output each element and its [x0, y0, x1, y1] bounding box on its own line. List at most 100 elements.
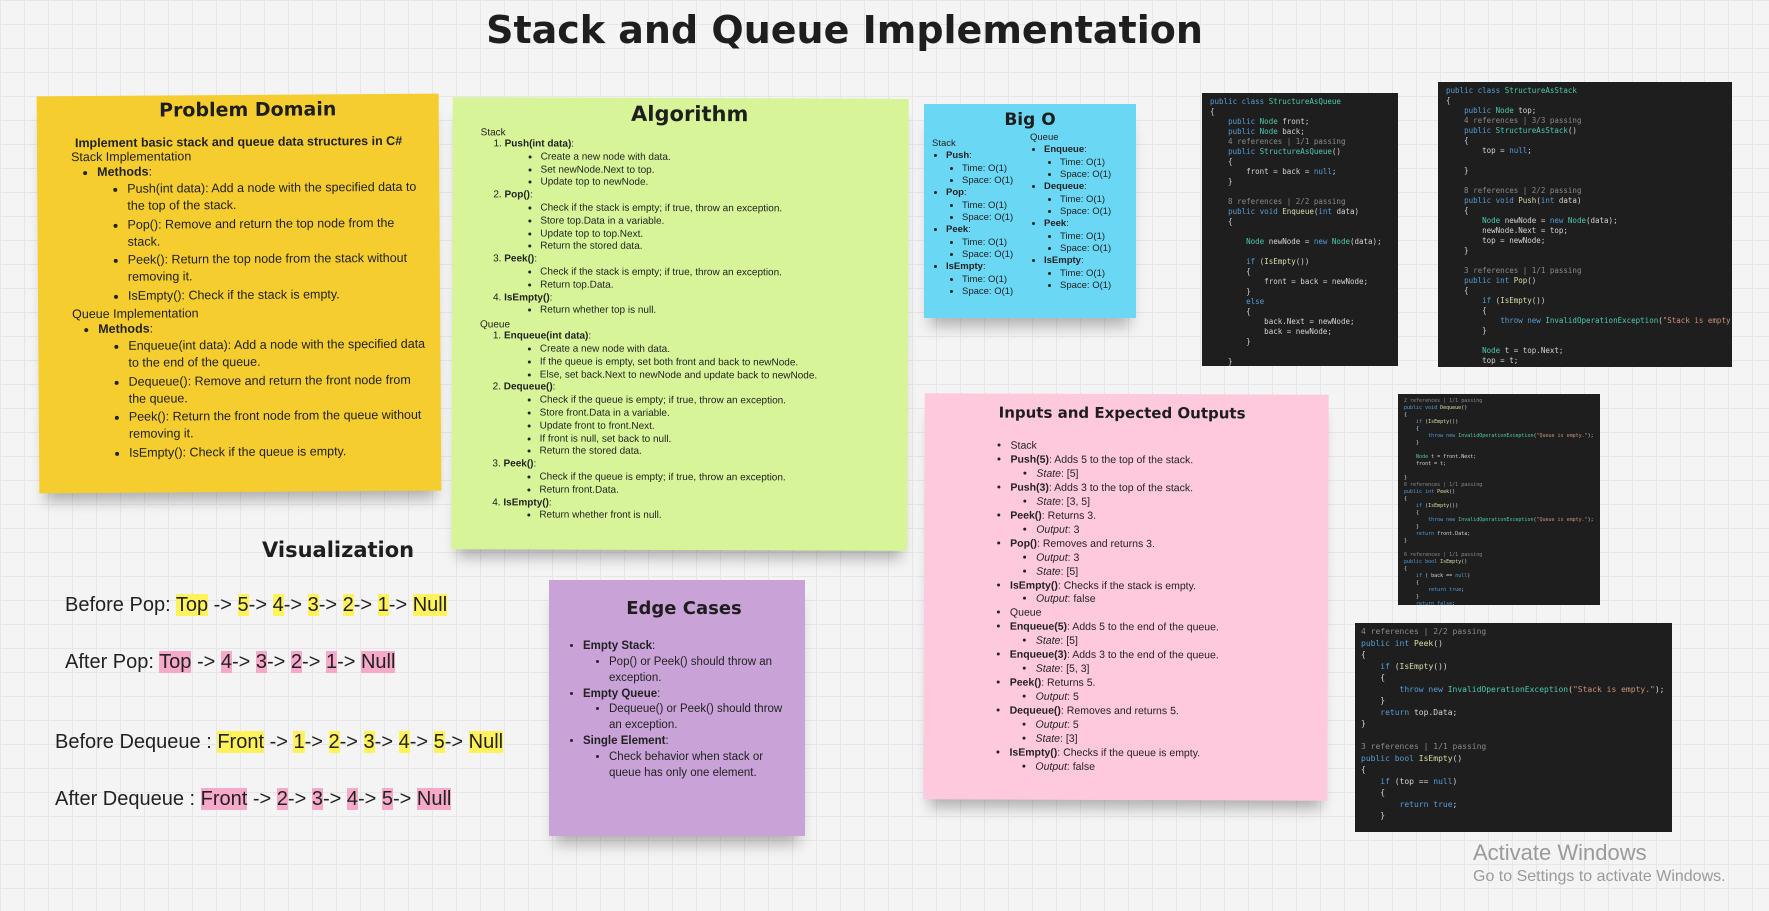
code-line: Node newNode = new Node(data);: [1210, 237, 1390, 247]
viz-before-pop[interactable]: Before Pop: Top -> 5-> 4-> 3-> 2-> 1-> N…: [65, 594, 448, 617]
code-token: Enqueue: [1282, 207, 1314, 216]
code-token: (data);: [1349, 237, 1382, 246]
algorithm-substeps: Return whether top is null.: [504, 305, 898, 319]
big-o-note[interactable]: Big O Stack Push:Time: O(1)Space: O(1)Po…: [924, 104, 1136, 318]
code-line: public int Peek(): [1404, 489, 1594, 496]
algorithm-substep: Update front to front.Next.: [540, 420, 898, 434]
code-token: ;: [1331, 167, 1337, 176]
code-line: {: [1361, 672, 1666, 684]
big-o-complexity: Time: O(1)Space: O(1): [946, 200, 1030, 225]
big-o-time: Time: O(1): [1060, 194, 1128, 206]
algorithm-step: Push(int data):Create a new node with da…: [504, 138, 898, 191]
code-line: [1210, 227, 1390, 237]
problem-domain-note[interactable]: Problem Domain Implement basic stack and…: [36, 93, 442, 494]
viz-label: Before Pop:: [65, 594, 176, 616]
code-token: IsEmpty: [1500, 296, 1532, 305]
big-o-item: IsEmpty:Time: O(1)Space: O(1): [946, 261, 1030, 298]
viz-node: Null: [468, 731, 504, 753]
viz-node: 4: [220, 651, 232, 673]
method-item: Dequeue(): Remove and return the front n…: [129, 371, 427, 407]
code-line: [1446, 176, 1724, 186]
io-sub-label: State: [1036, 467, 1061, 480]
algorithm-note[interactable]: Algorithm Stack Push(int data):Create a …: [451, 97, 909, 551]
viz-node: Top: [175, 594, 209, 616]
code-token: [1446, 346, 1482, 355]
code-line: }: [1404, 524, 1594, 531]
code-token: (): [1433, 638, 1443, 648]
big-o-op: Peek: [946, 224, 969, 236]
code-token: {: [1361, 650, 1366, 659]
viz-after-dequeue[interactable]: After Dequeue : Front -> 2-> 3-> 4-> 5->…: [55, 788, 452, 811]
io-sub: State: [3, 5]: [1036, 495, 1318, 510]
code-token: front;: [1282, 117, 1310, 126]
big-o-item: Peek:Time: O(1)Space: O(1): [946, 224, 1030, 261]
algorithm-substep: Set newNode.Next to top.: [541, 164, 899, 178]
viz-node: 5: [433, 731, 445, 753]
code-token: );: [1587, 517, 1594, 523]
code-panel-stack-class[interactable]: public class StructureAsStack{ public No…: [1438, 82, 1732, 367]
code-line: public void Dequeue(): [1404, 405, 1594, 412]
viz-node: 3: [307, 594, 319, 616]
code-token: 4 references | 1/1 passing: [1210, 137, 1346, 146]
code-panel-queue-class[interactable]: public class StructureAsQueue{ public No…: [1202, 93, 1398, 366]
viz-arrow: ->: [304, 731, 329, 753]
viz-before-dequeue[interactable]: Before Dequeue : Front -> 1-> 2-> 3-> 4-…: [55, 731, 504, 754]
algorithm-substep: Return top.Data.: [540, 279, 898, 293]
code-token: {: [1446, 96, 1451, 105]
code-line: throw new InvalidOperationException("Que…: [1404, 517, 1594, 524]
code-token: public int: [1361, 638, 1414, 648]
viz-after-pop[interactable]: After Pop: Top -> 4-> 3-> 2-> 1-> Null: [65, 651, 396, 674]
code-token: back = newNode;: [1210, 327, 1332, 336]
code-line: }: [1210, 337, 1390, 347]
code-token: if: [1380, 776, 1395, 786]
big-o-stack-list: Push:Time: O(1)Space: O(1)Pop:Time: O(1)…: [932, 150, 1030, 298]
code-line: {: [1404, 412, 1594, 419]
code-line: public Node top;: [1446, 106, 1724, 116]
code-line: 3 references | 1/1 passing: [1361, 741, 1666, 753]
code-token: InvalidOperationException: [1458, 433, 1534, 439]
code-token: Node: [1331, 237, 1350, 246]
code-line: front = back = newNode;: [1210, 277, 1390, 287]
io-subs: State: [3, 5]: [1010, 495, 1318, 510]
inputs-outputs-note[interactable]: Inputs and Expected Outputs StackPush(5)…: [923, 393, 1329, 801]
edge-cases-note[interactable]: Edge Cases Empty Stack:Pop() or Peek() s…: [549, 580, 805, 836]
code-token: else: [1246, 297, 1265, 306]
viz-arrow: ->: [247, 788, 277, 810]
code-line: return top.Data;: [1361, 707, 1666, 719]
code-line: public void Push(int data): [1446, 196, 1724, 206]
code-token: }: [1404, 594, 1420, 600]
algorithm-method-name: Push(int data): [504, 138, 572, 150]
io-item: Enqueue(3): Adds 3 to the end of the que…: [1010, 649, 1318, 678]
code-token: {: [1404, 580, 1420, 586]
big-o-complexity: Time: O(1)Space: O(1): [946, 274, 1030, 299]
code-token: [1404, 587, 1428, 593]
code-token: 3 references | 1/1 passing: [1361, 742, 1487, 751]
io-sub: Output: 3: [1036, 551, 1318, 566]
code-token: if: [1416, 573, 1426, 579]
code-token: }: [1404, 475, 1408, 481]
big-o-complexity: Time: O(1)Space: O(1): [1044, 268, 1128, 293]
io-op: Enqueue(3): [1009, 648, 1067, 662]
io-sub: Output: 5: [1036, 719, 1318, 734]
code-token: }: [1210, 357, 1233, 366]
algorithm-substeps: Create a new node with data.Set newNode.…: [504, 151, 898, 191]
code-line: {: [1446, 136, 1724, 146]
algorithm-substeps: Create a new node with data.If the queue…: [504, 343, 898, 383]
code-line: public bool IsEmpty(): [1404, 559, 1594, 566]
code-token: [1404, 419, 1416, 425]
edge-case-desc: Check behavior when stack or queue has o…: [609, 750, 795, 782]
io-subs: State: [5]: [1010, 635, 1318, 650]
io-sub-label: State: [1036, 565, 1061, 578]
code-token: [1446, 296, 1482, 305]
algorithm-method-name: IsEmpty(): [503, 496, 549, 509]
stack-method-list: Push(int data): Add a node with the spec…: [97, 179, 426, 305]
code-token: (): [1449, 489, 1456, 495]
viz-node: 1: [377, 594, 389, 616]
code-token: Dequeue: [1440, 405, 1462, 411]
code-token: }: [1210, 177, 1233, 186]
edge-case-name: Empty Queue: [583, 687, 658, 700]
io-item: IsEmpty(): Checks if the queue is empty.…: [1009, 747, 1317, 776]
io-sub: Output: 5: [1036, 691, 1318, 706]
